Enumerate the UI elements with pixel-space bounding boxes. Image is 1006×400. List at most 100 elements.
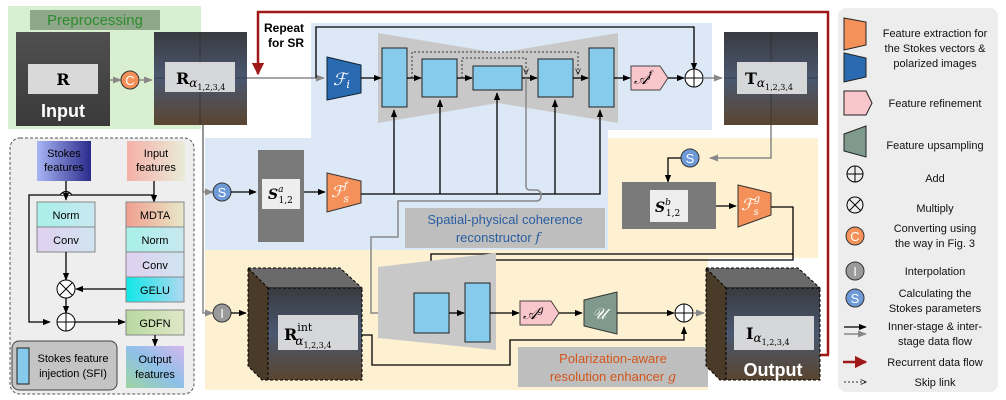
legend-text: Feature refinement	[889, 98, 982, 110]
svg-text:Stokes: Stokes	[47, 148, 81, 160]
sfi-block-2[interactable]	[421, 58, 458, 98]
legend-text: Skip link	[915, 377, 956, 389]
legend-text: Converting using	[894, 223, 977, 235]
sfi-block-3[interactable]	[472, 65, 523, 91]
fsf-extractor-block[interactable]	[326, 172, 362, 213]
sfi-output-features	[126, 346, 184, 388]
sfi-conv-left	[36, 226, 96, 253]
recurrent-flow-arrow	[251, 10, 830, 355]
preprocessing-title-bg	[30, 10, 160, 30]
gray-flow-to-enhancer	[370, 78, 542, 317]
svg-text:C: C	[850, 229, 859, 244]
legend-stokes-icon	[845, 288, 865, 308]
legend-text: polarized images	[893, 58, 977, 70]
sfi-gelu	[125, 276, 185, 303]
legend-text: Multiply	[916, 203, 954, 215]
input-label-box	[28, 64, 98, 94]
enhancer-title-1: Polarization-aware	[559, 351, 667, 366]
legend-text: Interpolation	[905, 266, 966, 278]
legend-icons	[843, 17, 873, 382]
legend-text: Calculating the	[899, 288, 972, 300]
sfi-block-4[interactable]	[537, 58, 574, 98]
sfi-block-1[interactable]	[381, 47, 408, 108]
legend-panel	[838, 8, 998, 392]
legend-text: the Stokes vectors &	[885, 43, 987, 55]
skip-link-inner	[461, 57, 526, 78]
svg-text:Input: Input	[144, 148, 168, 160]
sfi-input-features	[127, 141, 185, 181]
fsg-label: ℱsg	[741, 194, 760, 218]
svg-text:S: S	[686, 151, 695, 166]
svg-text:I: I	[220, 306, 224, 321]
u-label: 𝒰	[592, 304, 611, 323]
svg-text:Norm: Norm	[53, 210, 80, 222]
reconstructor-title-bg	[405, 208, 605, 248]
reconstructor-title-1: Spatial-physical coherence	[427, 212, 582, 227]
sfi-norm-right	[125, 226, 185, 253]
repeat-label-1: Repeat	[264, 21, 304, 35]
svg-text:GDFN: GDFN	[139, 318, 170, 330]
enhancer-title-2: resolution enhancer g	[550, 369, 676, 385]
residual-rint-arrow	[362, 326, 688, 366]
legend-extract-blue-icon	[843, 52, 867, 83]
output-label: Iα1,2,3,4	[746, 324, 790, 347]
legend-text: Recurrent data flow	[887, 357, 982, 369]
ag-refinement-block[interactable]	[519, 300, 560, 326]
legend-interp-icon	[845, 261, 865, 281]
svg-text:features: features	[44, 162, 84, 174]
preprocessing-title: Preprocessing	[47, 12, 143, 29]
svg-text:features: features	[136, 162, 176, 174]
sfi-mdta	[125, 201, 185, 228]
sfi-block-g2[interactable]	[464, 282, 491, 343]
svg-text:injection (SFI): injection (SFI)	[39, 368, 107, 380]
legend-refine-icon	[843, 90, 873, 116]
skip-link-outer	[411, 51, 578, 78]
input-caption: Input	[41, 101, 85, 121]
legend-convert-icon	[845, 226, 865, 246]
sfi-norm-left	[36, 201, 96, 228]
sfi-block-g1[interactable]	[413, 292, 450, 334]
sfi-legend-box	[11, 340, 118, 391]
r-alpha-label: Rα1,2,3,4	[176, 69, 225, 92]
sfi-gdfn	[125, 309, 185, 336]
enhancer-title-bg	[518, 347, 708, 387]
svg-text:Conv: Conv	[53, 235, 79, 247]
sfi-stokes-features	[37, 141, 91, 181]
legend-text: Inner-stage & inter-	[888, 321, 982, 333]
t-alpha-label: Tα1,2,3,4	[745, 69, 793, 92]
legend-text: stage data flow	[898, 336, 972, 348]
upsampling-block[interactable]	[583, 291, 618, 335]
repeat-label-2: for SR	[268, 36, 304, 50]
svg-text:Stokes feature: Stokes feature	[38, 353, 109, 365]
input-label: R	[56, 70, 70, 89]
svg-text:MDTA: MDTA	[140, 210, 171, 222]
r-alpha-label-box	[165, 62, 235, 92]
legend-text: Feature upsampling	[886, 140, 983, 152]
sfi-legend-swatch	[16, 347, 30, 385]
fi-extractor-block[interactable]	[326, 56, 362, 101]
svg-text:Norm: Norm	[142, 235, 169, 247]
convert-glyph: C	[125, 73, 134, 88]
svg-text:S: S	[218, 185, 227, 200]
sfi-block-5[interactable]	[588, 47, 615, 108]
legend-text: Stokes parameters	[889, 303, 982, 315]
svg-text:S: S	[851, 291, 860, 306]
legend-extract-orange-icon	[843, 17, 867, 51]
fsg-extractor-block[interactable]	[737, 184, 772, 228]
svg-text:Conv: Conv	[142, 260, 168, 272]
residual-skip-arrow	[315, 26, 698, 78]
legend-text: Feature extraction for	[883, 28, 988, 40]
legend-upsample-icon	[843, 125, 867, 158]
legend-text: Add	[925, 173, 945, 185]
svg-text:GELU: GELU	[140, 285, 170, 297]
legend-text: the way in Fig. 3	[895, 238, 975, 250]
svg-text:features: features	[135, 369, 175, 381]
fi-label: ℱi	[333, 70, 350, 91]
fsf-label: ℱsf	[331, 181, 350, 205]
af-refinement-block[interactable]	[630, 65, 669, 91]
legend-add-icon	[846, 165, 864, 183]
